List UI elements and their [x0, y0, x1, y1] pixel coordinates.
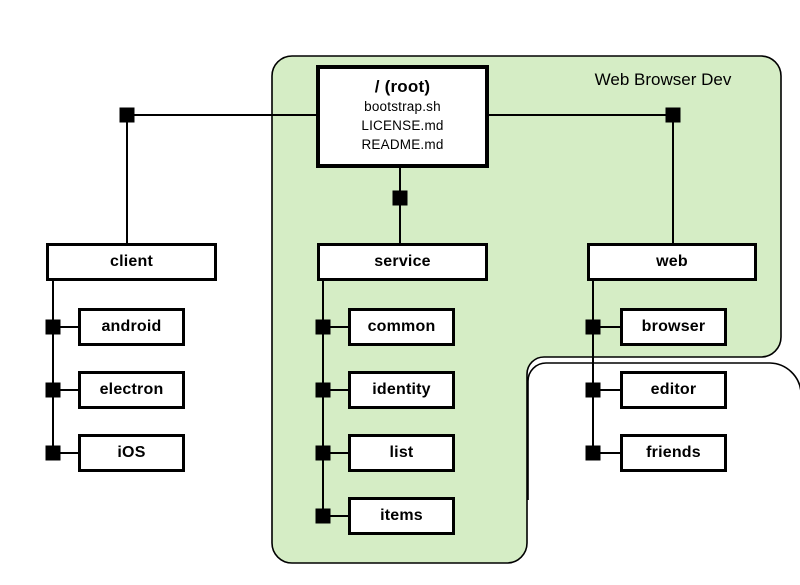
node-label: service [374, 253, 431, 270]
node-editor: editor [620, 371, 727, 409]
node-items: items [348, 497, 455, 535]
root-file-item: bootstrap.sh [364, 99, 441, 114]
node-label: friends [646, 444, 701, 461]
node-browser: browser [620, 308, 727, 346]
node-label: / (root) [374, 77, 431, 96]
junction-square [585, 445, 601, 461]
junction-square [585, 319, 601, 335]
node-label: client [110, 253, 153, 270]
junction-square [665, 107, 681, 123]
junction-square [45, 382, 61, 398]
junction-square [315, 319, 331, 335]
node-label: items [380, 507, 423, 524]
node-identity: identity [348, 371, 455, 409]
node-list: list [348, 434, 455, 472]
node-label: web [656, 253, 688, 270]
node-electron: electron [78, 371, 185, 409]
node-root: / (root) bootstrap.sh LICENSE.md README.… [316, 65, 489, 168]
node-friends: friends [620, 434, 727, 472]
node-ios: iOS [78, 434, 185, 472]
junction-square [392, 190, 408, 206]
clipped-region-border [527, 362, 800, 500]
group-label: Web Browser Dev [594, 70, 732, 89]
node-service: service [317, 243, 488, 281]
node-android: android [78, 308, 185, 346]
root-file-item: LICENSE.md [361, 118, 444, 133]
junction-square [315, 445, 331, 461]
junction-square [585, 382, 601, 398]
junction-square [315, 508, 331, 524]
node-label: iOS [117, 444, 146, 461]
node-label: browser [641, 318, 706, 335]
junction-square [45, 319, 61, 335]
node-label: common [367, 318, 436, 335]
junction-square [119, 107, 135, 123]
junction-squares [45, 107, 681, 524]
node-label: android [101, 318, 162, 335]
node-label: list [389, 444, 414, 461]
node-label: editor [650, 381, 697, 398]
root-file-item: README.md [361, 137, 444, 152]
node-common: common [348, 308, 455, 346]
node-client: client [46, 243, 217, 281]
node-label: identity [372, 381, 431, 398]
node-label: electron [99, 381, 164, 398]
junction-square [315, 382, 331, 398]
node-web: web [587, 243, 757, 281]
junction-square [45, 445, 61, 461]
